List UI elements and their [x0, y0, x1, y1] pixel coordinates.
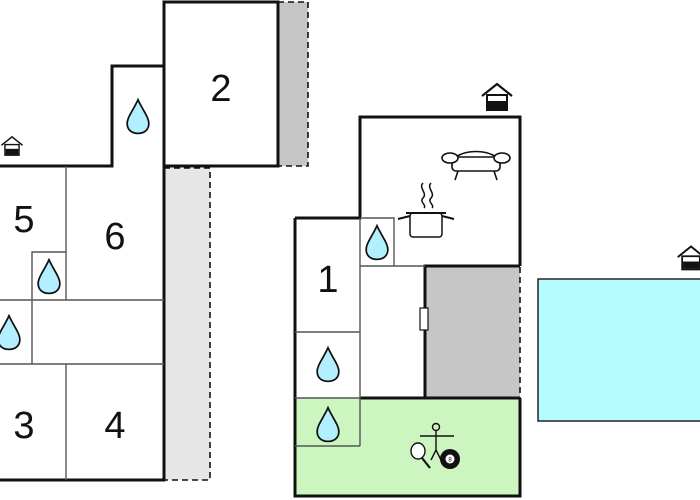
cooking-pot-icon — [397, 182, 455, 238]
billiard-ball-icon: 8 — [440, 449, 460, 469]
garage-wall — [423, 264, 520, 400]
room-number-1: 1 — [317, 259, 338, 301]
right-building-outer-wall — [295, 115, 522, 266]
room-number-4: 4 — [104, 405, 125, 447]
room-number-2: 2 — [210, 68, 231, 110]
terrace-strip-right-of-room-6 — [164, 168, 210, 480]
table-football-icon — [420, 422, 454, 461]
terrace-strip-dashed-edge — [278, 1, 309, 167]
floor-level-icon — [0, 135, 24, 157]
room-number-6: 6 — [104, 216, 125, 258]
water-drop-icon — [37, 258, 61, 295]
swimming-pool — [537, 278, 700, 422]
svg-text:8: 8 — [448, 458, 452, 464]
left-building — [0, 0, 309, 482]
ping-pong-icon — [410, 442, 431, 469]
floor-level-icon — [480, 82, 514, 112]
garage-area — [425, 267, 520, 398]
sofa-icon — [441, 150, 511, 181]
terrace-strip-right-of-room-2 — [278, 2, 308, 166]
wall-bath-kitchen — [362, 217, 395, 266]
room-number-5: 5 — [13, 199, 34, 241]
water-drop-icon — [365, 224, 389, 261]
room-number-3: 3 — [13, 405, 34, 447]
water-drop-icon — [316, 346, 340, 383]
water-drop-icon — [126, 98, 150, 135]
right-building-outer-wall-lower — [293, 218, 522, 498]
water-drop-icon — [0, 314, 21, 351]
floor-level-icon — [676, 245, 700, 271]
terrace-lower-dashed-edge — [164, 167, 211, 481]
left-building-outer-wall — [0, 0, 280, 482]
games-room-area — [295, 398, 520, 496]
right-building — [293, 115, 522, 498]
garage-door — [419, 307, 429, 331]
bath-5-wall — [31, 251, 66, 300]
